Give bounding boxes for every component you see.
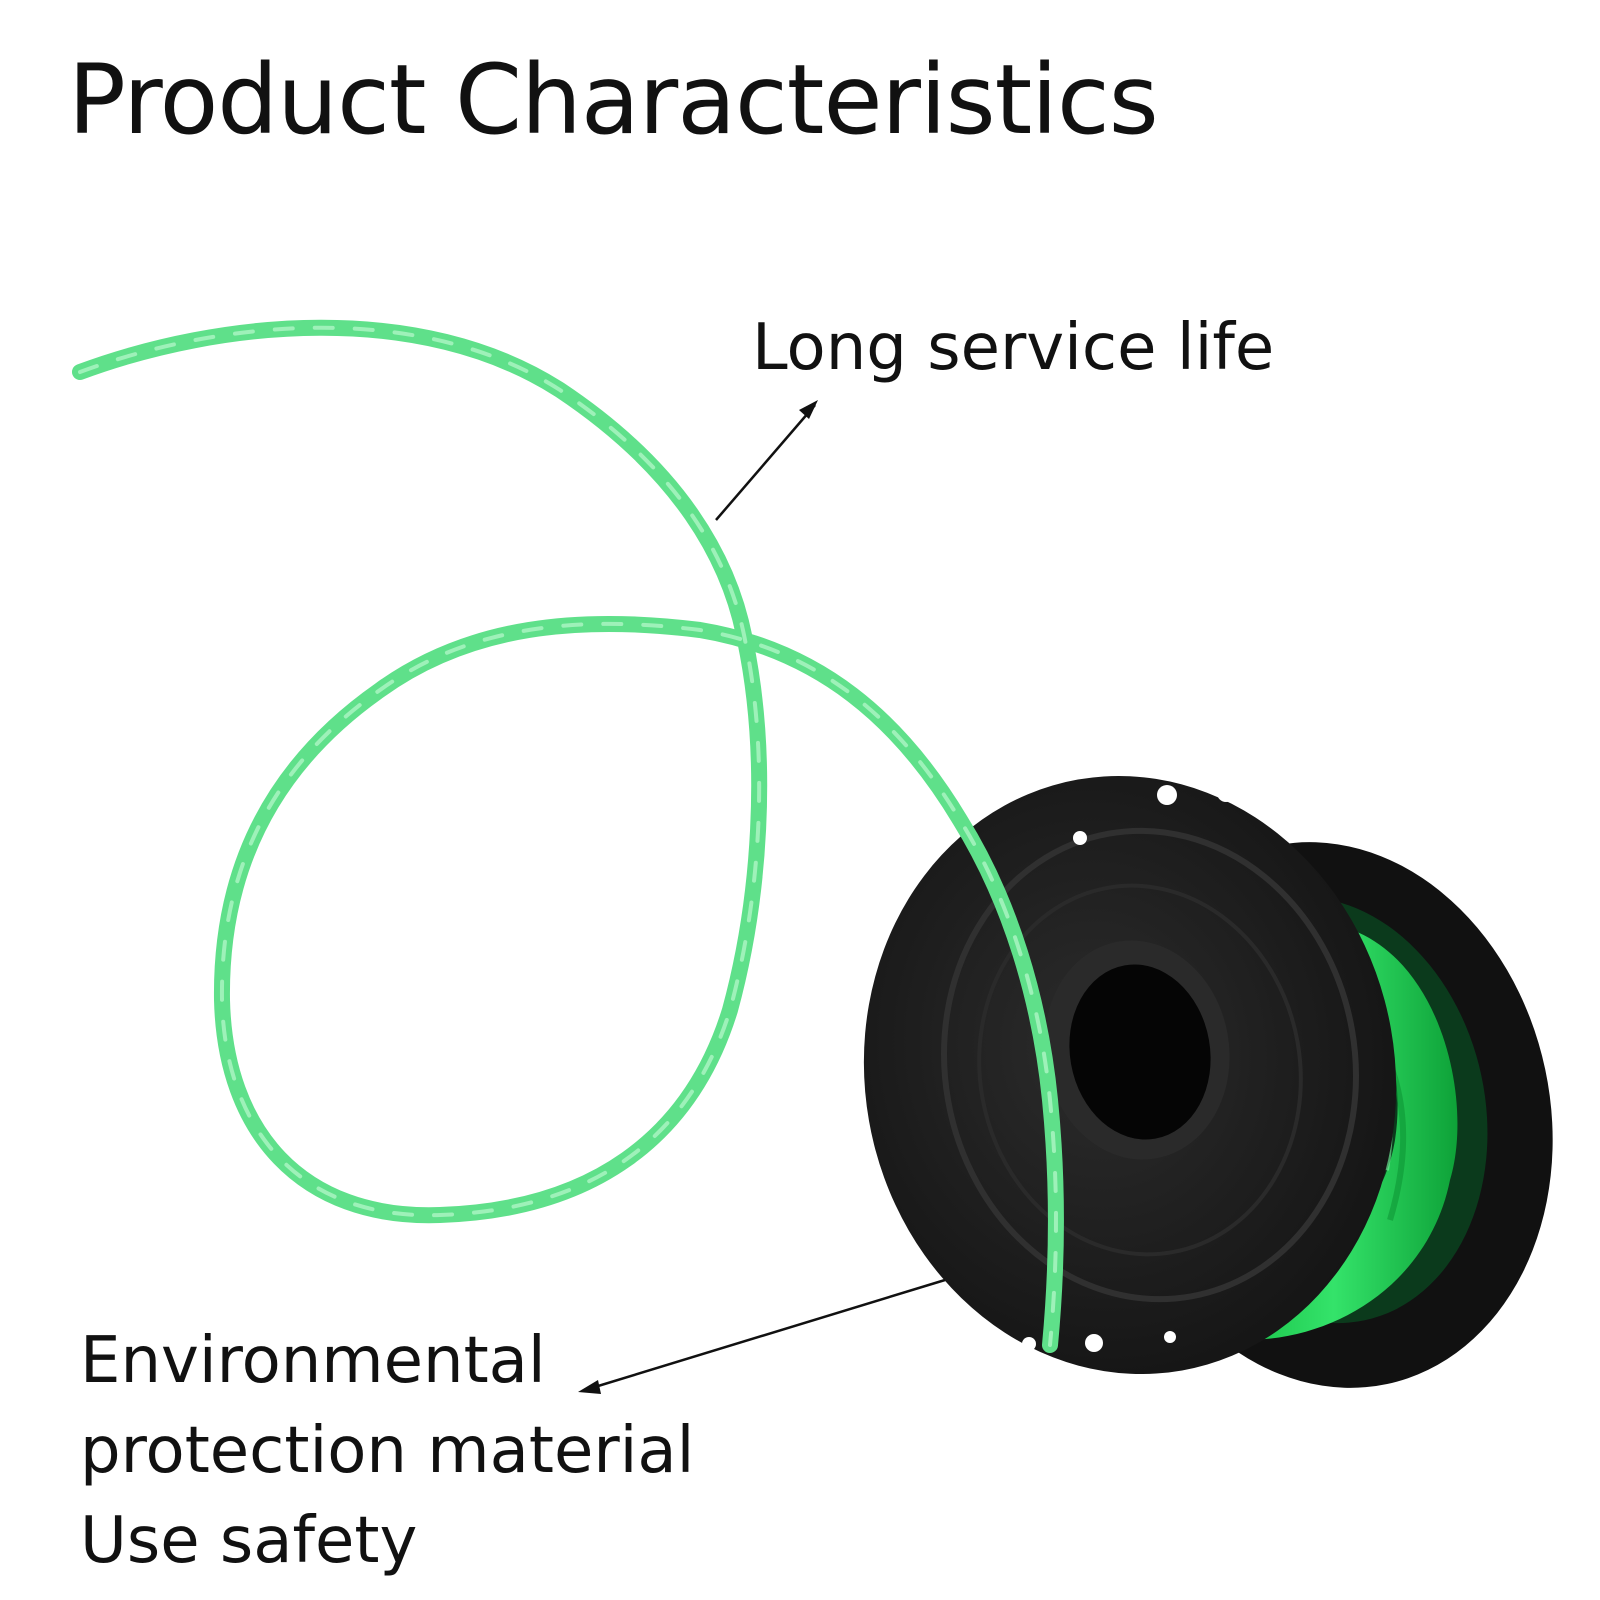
callout-arrow-bottom [578,1278,946,1394]
page-title: Product Characteristics [68,44,1159,156]
callout-line-use-safety: Use safety [80,1504,418,1578]
callout-material-safety: Environmental protection material Use sa… [80,1318,694,1588]
callout-line-protection-material: protection material [80,1414,695,1488]
spool-hub-hole [1044,940,1230,1160]
callout-line-environmental: Environmental [80,1324,546,1398]
callout-long-service-life: Long service life [752,311,1275,385]
callout-arrow-top [715,400,818,521]
trimmer-line-strand [72,319,1064,1353]
